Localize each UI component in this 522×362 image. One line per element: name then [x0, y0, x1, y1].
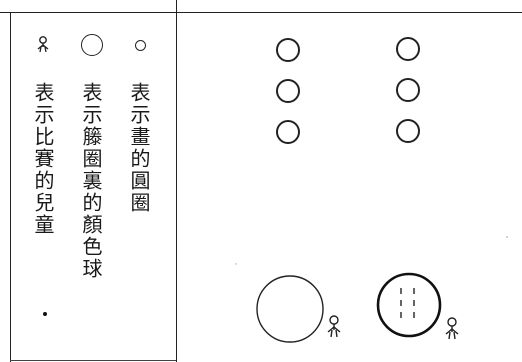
colored-ball-right-1: [396, 37, 420, 61]
colored-ball-left-2: [276, 79, 300, 103]
colored-ball-right-3: [396, 119, 420, 143]
colored-ball-left-3: [276, 120, 300, 144]
legend-divider: [176, 0, 177, 362]
colored-ball-left-1: [276, 38, 300, 62]
circle-icon: [135, 40, 146, 51]
ball-icon: [81, 34, 103, 56]
frame-left-border: [10, 12, 11, 362]
child-figure-left: [327, 315, 341, 338]
drawn-circle-left: [256, 275, 324, 343]
colored-ball-right-2: [396, 78, 420, 102]
ink-dot: [43, 312, 47, 316]
legend-ball-text: 表示籐圈裏的顏色球: [79, 82, 103, 280]
child-figure-icon: [37, 36, 49, 52]
legend-circle-text: 表示畫的圓圈: [127, 82, 151, 214]
dashes-inside-right-circle: [400, 288, 415, 318]
frame-top-border: [0, 12, 522, 13]
legend-child-text: 表示比賽的兒童: [31, 82, 55, 236]
frame-bottom-border: [10, 360, 176, 361]
drawn-circle-right: [376, 272, 442, 338]
child-figure-right: [445, 317, 459, 340]
